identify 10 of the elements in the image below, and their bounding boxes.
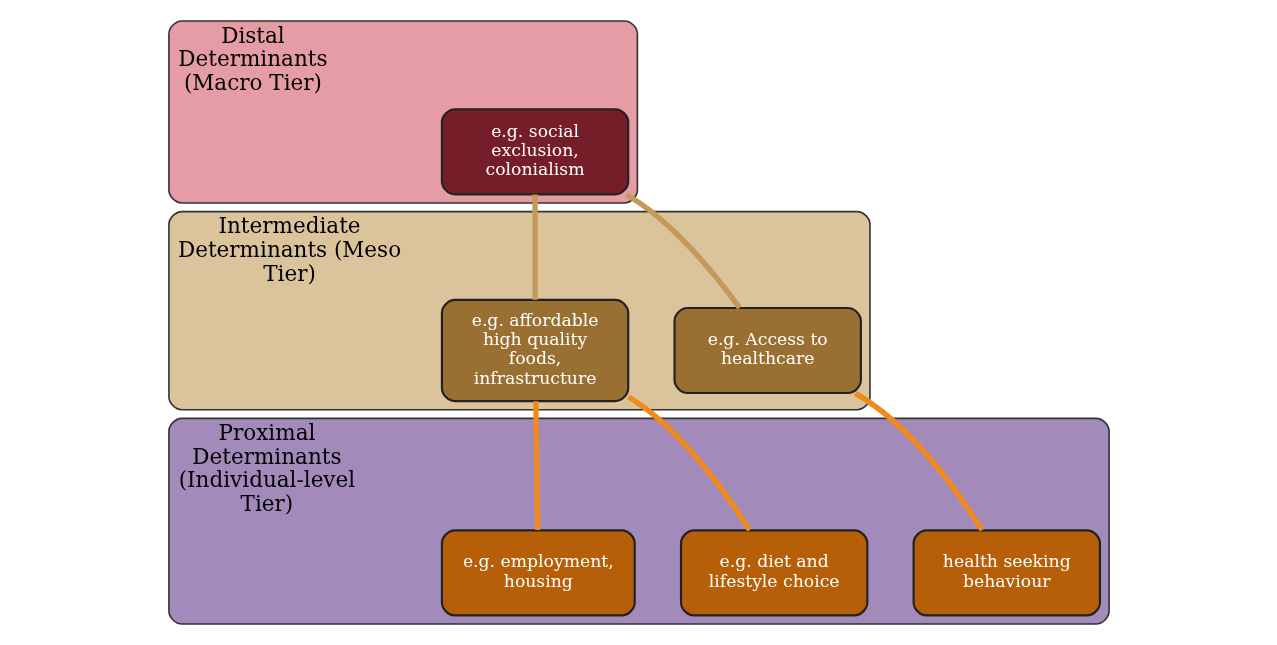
node-box: e.g. affordable high quality foods, infrastructure xyxy=(440,298,629,403)
node-box: e.g. social exclusion, colonialism xyxy=(440,108,629,196)
node-box: e.g. Access to healthcare xyxy=(672,306,862,395)
node-box: e.g. employment, housing xyxy=(440,529,636,617)
connector xyxy=(531,194,538,300)
connector xyxy=(532,401,540,531)
node-box: health seeking behaviour xyxy=(912,529,1101,617)
connector xyxy=(624,192,742,310)
connector xyxy=(853,390,984,532)
node-box: e.g. diet and lifestyle choice xyxy=(679,529,868,617)
